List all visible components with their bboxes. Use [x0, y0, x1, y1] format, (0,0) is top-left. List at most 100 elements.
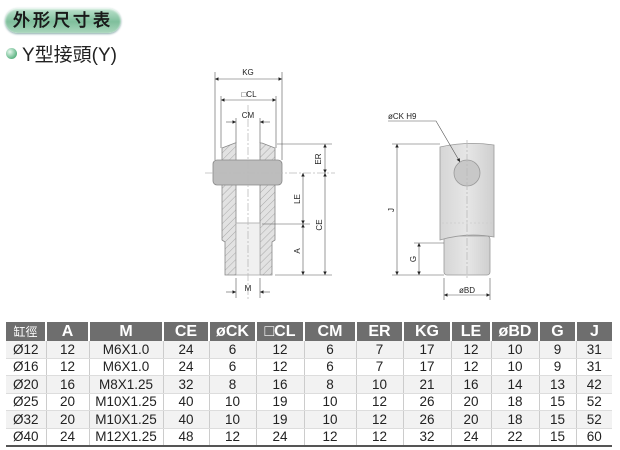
column-header: 缸徑 — [6, 322, 46, 341]
table-cell: 8 — [303, 375, 356, 394]
table-cell: 18 — [490, 410, 539, 429]
left-dimension-labels: KG □CL CM M ER LE CE A — [241, 68, 324, 293]
table-cell: 21 — [402, 375, 451, 394]
right-dimension-labels: øCK H9 J G øBD — [387, 112, 475, 295]
table-cell: Ø16 — [6, 358, 46, 376]
table-cell: 24 — [162, 358, 209, 376]
table-cell: 12 — [208, 428, 256, 447]
table-cell: 32 — [162, 375, 209, 394]
table-cell: 9 — [538, 358, 576, 376]
table-cell: 20 — [45, 410, 89, 429]
table-cell: 52 — [575, 410, 612, 429]
table-cell: 12 — [255, 341, 304, 359]
label-m: M — [245, 284, 252, 293]
column-header: A — [45, 322, 89, 341]
table-cell: 15 — [538, 428, 576, 447]
table-cell: Ø12 — [6, 341, 46, 359]
table-cell: 24 — [450, 428, 491, 447]
table-cell: 40 — [162, 410, 209, 429]
column-header: øBD — [490, 322, 539, 341]
column-header: ER — [355, 322, 403, 341]
table-cell: 15 — [538, 410, 576, 429]
table-cell: 12 — [450, 341, 491, 359]
table-cell: 60 — [575, 428, 612, 447]
dimension-drawing: KG □CL CM M ER LE CE A øCK H9 J G øBD — [205, 68, 495, 300]
table-cell: Ø40 — [6, 428, 46, 447]
column-header: G — [538, 322, 576, 341]
table-cell: 14 — [490, 375, 539, 394]
table-cell: 17 — [402, 358, 451, 376]
bullet-icon — [6, 48, 17, 59]
table-cell: 12 — [355, 410, 403, 429]
table-cell: 10 — [208, 393, 256, 411]
subtitle-text: Y型接頭(Y) — [22, 45, 118, 66]
table-cell: 26 — [402, 410, 451, 429]
table-cell: Ø32 — [6, 410, 46, 429]
column-header: CE — [162, 322, 209, 341]
table-cell: 52 — [575, 393, 612, 411]
table-cell: 12 — [450, 358, 491, 376]
table-cell: 40 — [162, 393, 209, 411]
table-cell: 10 — [208, 410, 256, 429]
table-cell: 26 — [402, 393, 451, 411]
table-cell: M6X1.0 — [88, 358, 163, 376]
front-view — [439, 140, 495, 280]
column-header: øCK — [208, 322, 256, 341]
table-cell: 10 — [490, 358, 539, 376]
table-cell: 12 — [255, 358, 304, 376]
table-cell: 24 — [45, 428, 89, 447]
table-cell: 10 — [490, 341, 539, 359]
table-cell: 15 — [538, 393, 576, 411]
column-header: LE — [450, 322, 491, 341]
table-cell: 13 — [538, 375, 576, 394]
table-cell: 8 — [208, 375, 256, 394]
table-cell: M10X1.25 — [88, 410, 163, 429]
left-dimensions — [214, 72, 332, 298]
table-cell: 6 — [208, 358, 256, 376]
table-cell: 12 — [45, 341, 89, 359]
table-cell: M8X1.25 — [88, 375, 163, 394]
right-dimensions — [388, 120, 491, 300]
table-cell: 24 — [162, 341, 209, 359]
label-ce: CE — [315, 219, 324, 230]
label-ck: øCK H9 — [388, 112, 417, 121]
table-cell: 12 — [355, 428, 403, 447]
table-cell: 6 — [208, 341, 256, 359]
table-cell: 10 — [355, 375, 403, 394]
table-cell: 10 — [303, 410, 356, 429]
label-er: ER — [314, 153, 323, 164]
column-header: □CL — [255, 322, 304, 341]
table-cell: 6 — [303, 358, 356, 376]
label-kg: KG — [242, 68, 254, 77]
table-cell: 22 — [490, 428, 539, 447]
table-cell: Ø25 — [6, 393, 46, 411]
table-cell: 32 — [402, 428, 451, 447]
table-cell: 20 — [45, 393, 89, 411]
table-cell: 24 — [255, 428, 304, 447]
table-cell: 19 — [255, 393, 304, 411]
table-cell: 12 — [355, 393, 403, 411]
label-a: A — [293, 248, 302, 254]
table-cell: 20 — [450, 393, 491, 411]
label-cl: □CL — [241, 90, 257, 99]
table-cell: 42 — [575, 375, 612, 394]
column-header: J — [575, 322, 612, 341]
table-cell: 12 — [45, 358, 89, 376]
table-cell: Ø20 — [6, 375, 46, 394]
table-cell: 7 — [355, 341, 403, 359]
table-cell: 12 — [303, 428, 356, 447]
label-cm: CM — [242, 111, 255, 120]
table-cell: 31 — [575, 358, 612, 376]
label-bd: øBD — [459, 286, 475, 295]
column-header: CM — [303, 322, 356, 341]
section-title: 外形尺寸表 — [5, 8, 121, 33]
table-cell: 17 — [402, 341, 451, 359]
table-cell: 31 — [575, 341, 612, 359]
column-header: KG — [402, 322, 451, 341]
